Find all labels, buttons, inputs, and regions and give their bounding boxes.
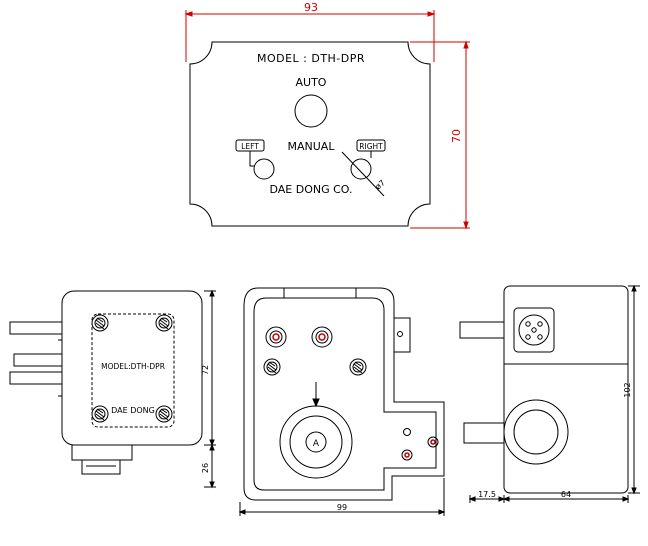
front-big-button-mid xyxy=(289,415,343,469)
right-height-dim: 102 xyxy=(623,382,632,397)
left-screw-tl xyxy=(91,314,109,332)
front-ring-right xyxy=(311,326,333,348)
plate-dimensions xyxy=(184,10,470,230)
left-plate xyxy=(91,313,175,428)
front-hole-1 xyxy=(403,428,411,436)
right-side-view xyxy=(459,284,640,503)
right-socket xyxy=(518,314,550,346)
auto-knob xyxy=(294,94,328,128)
left-base-block xyxy=(71,444,133,461)
right-body xyxy=(503,285,629,494)
right-shaft-low xyxy=(463,422,505,444)
right-rotary-inner xyxy=(513,409,559,455)
left-shaft-top xyxy=(9,321,63,335)
plate-height-dim: 70 xyxy=(450,129,463,143)
front-big-button-outer xyxy=(279,405,353,479)
diameter-leader xyxy=(341,151,385,197)
right-width-dim: 64 xyxy=(561,490,571,499)
right-knob xyxy=(350,158,372,180)
plate-outline xyxy=(189,41,431,227)
left-model-label: MODEL:DTH-DPR xyxy=(101,362,165,371)
front-body-outer xyxy=(243,287,445,501)
left-shaft-low xyxy=(9,371,63,385)
right-socket-frame xyxy=(513,307,555,353)
front-side-knob xyxy=(393,317,411,353)
left-screw-tr xyxy=(155,314,173,332)
left-screw-bl xyxy=(91,405,109,423)
plate-diameter-label: ø7 xyxy=(374,178,387,191)
left-knob xyxy=(253,158,275,180)
front-small-hole xyxy=(397,331,403,337)
front-hole-2 xyxy=(427,436,439,448)
front-view xyxy=(238,287,446,516)
left-screw-br xyxy=(155,405,173,423)
left-maker-label: DAE DONG xyxy=(111,406,155,415)
left-height-dim: 72 xyxy=(201,365,210,375)
plate-auto-label: AUTO xyxy=(296,76,327,89)
left-side-view xyxy=(9,289,216,489)
left-leader xyxy=(249,151,254,167)
plate-left-label: LEFT xyxy=(241,142,259,151)
front-plate-view xyxy=(189,41,431,227)
left-base-dim: 26 xyxy=(201,463,210,473)
plate-width-dim: 93 xyxy=(304,1,318,14)
plate-manual-label: MANUAL xyxy=(288,140,336,153)
right-left-dim: 17.5 xyxy=(478,490,496,499)
front-hole-3 xyxy=(401,449,413,461)
front-button-label: A xyxy=(313,439,320,449)
left-shaft-mid xyxy=(13,353,63,367)
plate-model-label: MODEL : DTH-DPR xyxy=(257,52,365,65)
front-screw-left xyxy=(263,358,281,376)
front-screw-right xyxy=(349,358,367,376)
right-shaft-top xyxy=(459,321,505,339)
left-base-plug xyxy=(81,459,121,475)
front-width-dim: 99 xyxy=(337,503,347,512)
plate-right-label: RIGHT xyxy=(359,142,383,151)
plate-maker-label: DAE DONG CO. xyxy=(269,183,352,196)
front-big-button-inner xyxy=(305,431,327,453)
front-body-inner xyxy=(253,297,437,491)
front-ring-left xyxy=(265,326,287,348)
